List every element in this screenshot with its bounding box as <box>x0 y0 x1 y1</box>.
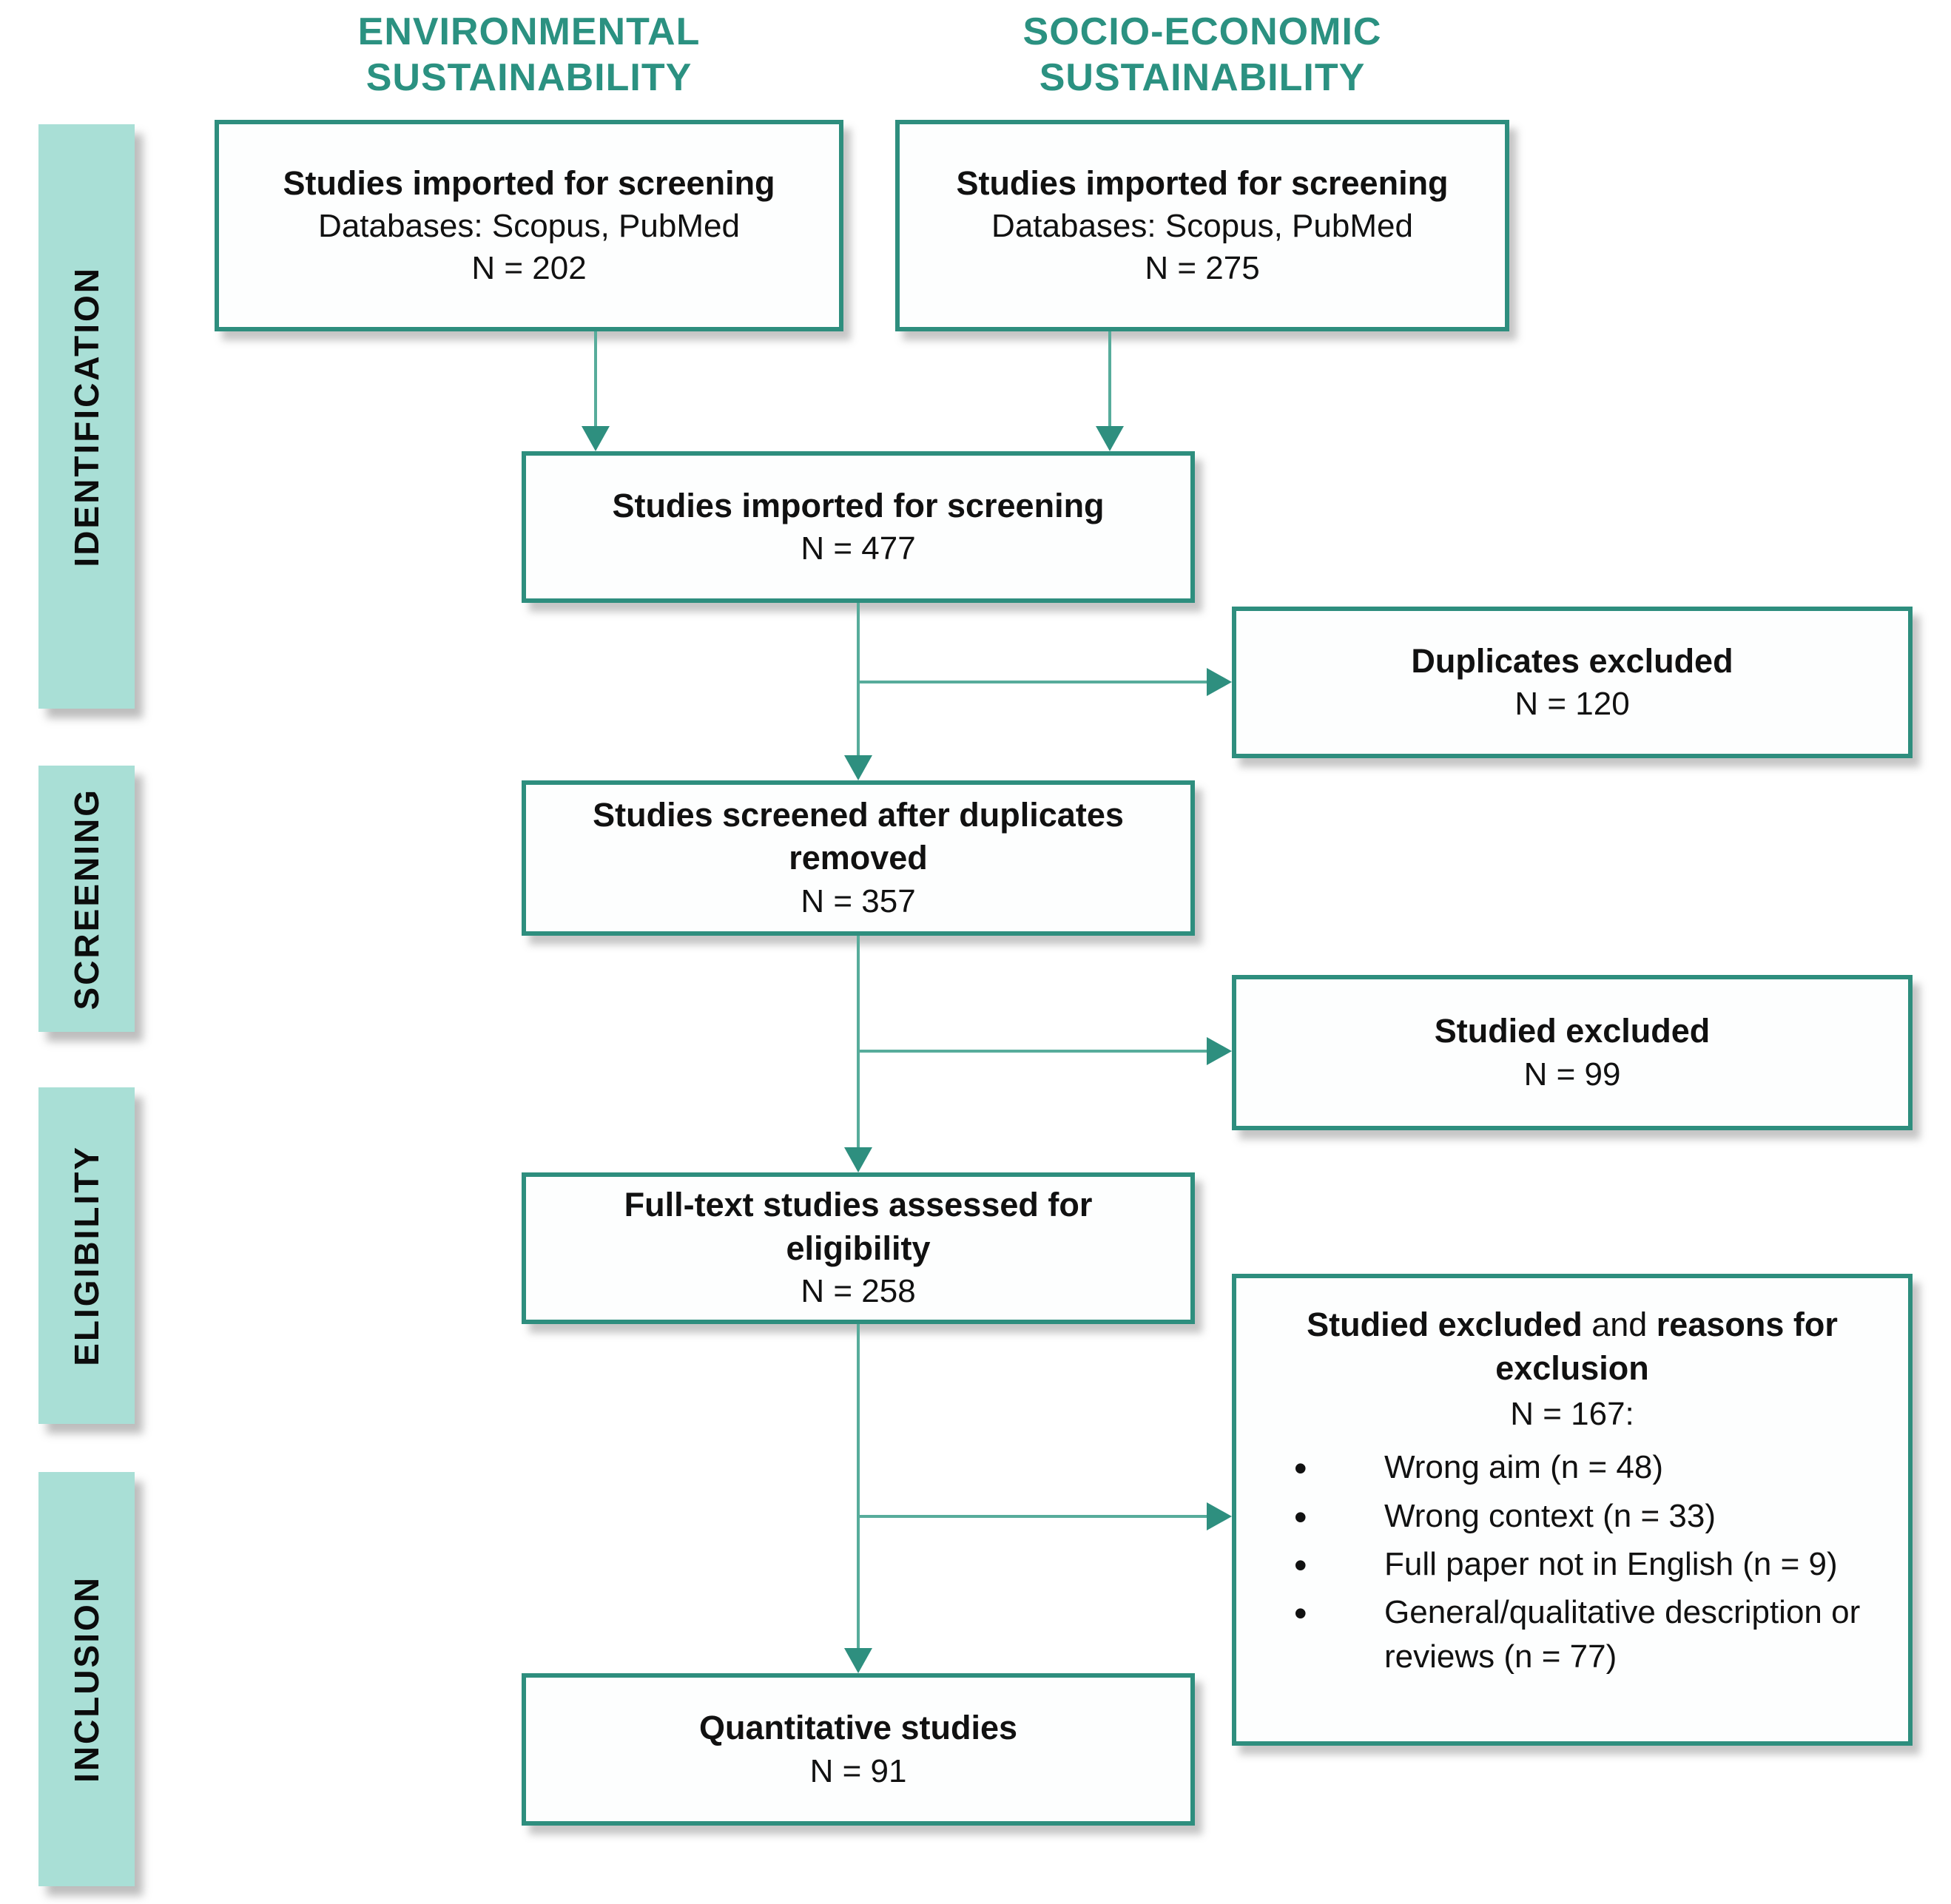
column-header-environmental: ENVIRONMENTAL SUSTAINABILITY <box>357 10 701 100</box>
box-studies-excluded-title: Studied excluded <box>1434 1012 1711 1050</box>
box-duplicates-excluded-title: Duplicates excluded <box>1411 641 1733 680</box>
exclusion-reason-item: General/qualitative description or revie… <box>1258 1589 1886 1678</box>
arrowhead-branch-duplicates <box>1207 668 1232 696</box>
arrowhead-branch-reasons <box>1207 1502 1232 1530</box>
box-studies-screened: Studies screened after duplicates remove… <box>522 780 1195 936</box>
box-studies-excluded-count: N = 99 <box>1523 1056 1621 1093</box>
box-merged-studies-imported-title: Studies imported for screening <box>612 486 1105 524</box>
box-exclusion-reasons-title: Studied excluded and reasons for exclusi… <box>1258 1303 1886 1390</box>
column-header-socio-economic: SOCIO-ECONOMIC SUSTAINABILITY <box>1022 10 1382 100</box>
box-studies-screened-title: Studies screened after duplicates remove… <box>593 795 1124 877</box>
arrowhead-fulltext-to-quantitative <box>844 1648 872 1673</box>
box-exclusion-reasons-count: N = 167: <box>1510 1396 1634 1432</box>
connector-branch-excluded <box>858 1050 1210 1053</box>
arrowhead-screened-to-fulltext <box>844 1147 872 1172</box>
box-socio-studies-imported-count: N = 275 <box>1145 250 1260 287</box>
box-merged-studies-imported-count: N = 477 <box>801 530 916 567</box>
box-exclusion-reasons-title-connector: and <box>1582 1306 1657 1343</box>
stage-screening-label: SCREENING <box>67 787 106 1010</box>
box-env-studies-imported-title: Studies imported for screening <box>283 163 775 202</box>
box-full-text-assessed-count: N = 258 <box>801 1273 916 1310</box>
box-duplicates-excluded: Duplicates excluded N = 120 <box>1232 607 1913 758</box>
stage-screening: SCREENING <box>38 766 135 1032</box>
box-socio-studies-imported-databases: Databases: Scopus, PubMed <box>991 208 1413 245</box>
connector-socio-to-merged <box>1108 331 1111 426</box>
arrowhead-env-to-merged <box>582 426 610 451</box>
box-full-text-assessed: Full-text studies assessed for eligibili… <box>522 1172 1195 1324</box>
exclusion-reason-item: Wrong context (n = 33) <box>1258 1493 1886 1543</box>
stage-eligibility-label: ELIGIBILITY <box>67 1145 106 1366</box>
box-env-studies-imported: Studies imported for screening Databases… <box>215 120 843 331</box>
box-studies-screened-count: N = 357 <box>801 882 916 919</box>
arrowhead-merged-to-screened <box>844 755 872 780</box>
connector-env-to-merged <box>594 331 597 426</box>
box-quantitative-studies-title: Quantitative studies <box>698 1709 1018 1747</box>
box-socio-studies-imported: Studies imported for screening Databases… <box>895 120 1509 331</box>
box-quantitative-studies-count: N = 91 <box>809 1752 907 1789</box>
connector-merged-to-screened <box>857 603 860 755</box>
exclusion-reason-item: Full paper not in English (n = 9) <box>1258 1541 1886 1591</box>
stage-eligibility: ELIGIBILITY <box>38 1087 135 1424</box>
stage-identification: IDENTIFICATION <box>38 124 135 709</box>
arrowhead-branch-excluded <box>1207 1037 1232 1065</box>
box-merged-studies-imported: Studies imported for screening N = 477 <box>522 451 1195 603</box>
stage-identification-label: IDENTIFICATION <box>67 266 106 567</box>
box-env-studies-imported-count: N = 202 <box>471 250 587 287</box>
connector-branch-duplicates <box>858 681 1210 683</box>
exclusion-reason-item: Wrong aim (n = 48) <box>1258 1444 1886 1494</box>
box-studies-excluded: Studied excluded N = 99 <box>1232 975 1913 1130</box>
box-exclusion-reasons: Studied excluded and reasons for exclusi… <box>1232 1274 1913 1746</box>
box-env-studies-imported-databases: Databases: Scopus, PubMed <box>318 208 740 245</box>
box-duplicates-excluded-count: N = 120 <box>1514 686 1630 723</box>
stage-inclusion-label: INCLUSION <box>67 1576 106 1783</box>
connector-fulltext-to-quantitative <box>857 1324 860 1648</box>
box-exclusion-reasons-title-part2: reasons for exclusion <box>1495 1306 1838 1387</box>
stage-inclusion: INCLUSION <box>38 1472 135 1886</box>
box-exclusion-reasons-title-part1: Studied excluded <box>1307 1306 1583 1343</box>
arrowhead-socio-to-merged <box>1096 426 1124 451</box>
exclusion-reasons-list: Wrong aim (n = 48) Wrong context (n = 33… <box>1258 1444 1886 1683</box>
box-socio-studies-imported-title: Studies imported for screening <box>956 163 1449 202</box>
box-full-text-assessed-title: Full-text studies assessed for eligibili… <box>624 1186 1093 1267</box>
connector-screened-to-fulltext <box>857 936 860 1147</box>
connector-branch-reasons <box>858 1515 1210 1518</box>
box-quantitative-studies: Quantitative studies N = 91 <box>522 1673 1195 1826</box>
